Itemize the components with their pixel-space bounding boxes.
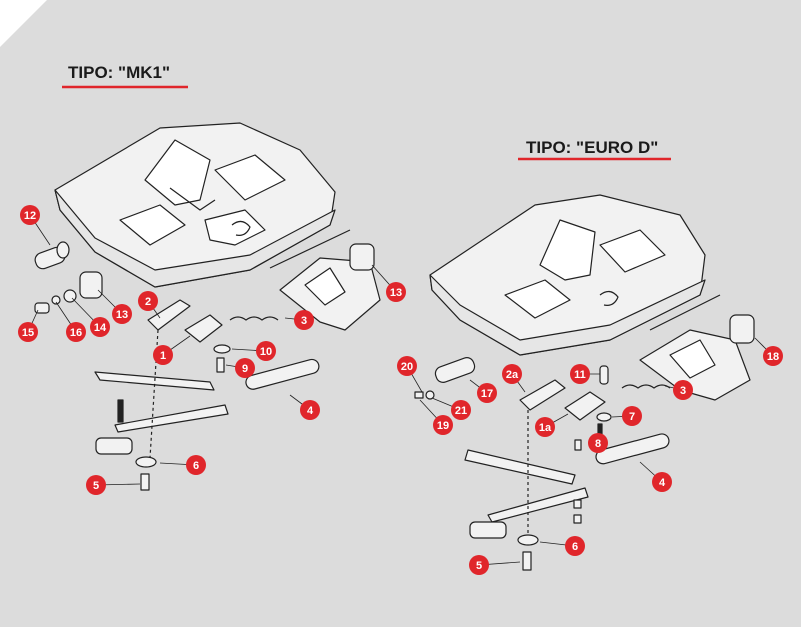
eurod-badge-2 [570,364,590,384]
mk1-washer-10 [213,344,231,354]
mk1-bolt-5 [140,473,150,491]
mk1-bushing-13b [349,243,375,271]
mk1-badge-label-9: 9 [242,363,248,375]
eurod-bushing-18 [729,314,755,344]
mk1-badge-11 [186,455,206,475]
eurod-badge-4 [763,346,783,366]
mk1-ring-16 [51,295,61,305]
title-eurod: TIPO: "EURO D" [518,138,671,161]
eurod-badge-6 [477,383,497,403]
eurod-badge-label-10: 8 [595,438,601,450]
eurod-lock-2a [519,379,566,411]
title-eurod-text: TIPO: "EURO D" [526,138,658,157]
eurod-badge-label-0: 20 [401,361,413,373]
eurod-badge-label-6: 17 [481,388,493,400]
eurod-badge-label-2: 11 [574,369,586,381]
eurod-badge-label-9: 7 [629,411,635,423]
mk1-jaw-1 [184,314,223,343]
eurod-part-21 [425,390,435,400]
eurod-badge-3 [673,380,693,400]
eurod-badge-10 [588,433,608,453]
mk1-plate-6 [135,456,157,468]
mk1-badge-7 [153,345,173,365]
eurod-badge-label-1: 2a [506,369,519,381]
mk1-badge-2 [66,322,86,342]
mk1-badge-3 [90,317,110,337]
eurod-badge-11 [652,472,672,492]
eurod-part-19 [414,391,424,399]
eurod-badge-label-7: 19 [437,420,449,432]
eurod-badge-label-5: 21 [455,405,467,417]
mk1-fifth-wheel-plate [54,122,336,288]
mk1-badge-label-11: 6 [193,460,199,472]
title-mk1-text: TIPO: "MK1" [68,63,170,82]
mk1-assembly [34,122,381,491]
mk1-badge-4 [112,304,132,324]
mk1-badge-label-0: 12 [24,210,36,222]
eurod-rod [649,294,721,331]
mk1-badge-label-3: 14 [94,322,107,334]
eurod-badge-13 [469,555,489,575]
mk1-spring-3 [229,316,279,321]
eurod-bracket [639,329,751,401]
title-mk1: TIPO: "MK1" [62,63,188,89]
eurod-jaw-1a [564,391,606,421]
eurod-bolt-5 [522,551,532,571]
mk1-bolt-15 [34,302,50,314]
mk1-badge-label-12: 5 [93,480,99,492]
eurod-spring-3 [621,384,671,389]
mk1-bracket [279,257,381,331]
eurod-badge-12 [565,536,585,556]
eurod-handle-lever [464,439,589,539]
eurod-badge-label-12: 6 [572,541,578,553]
mk1-badge-label-4: 13 [116,309,128,321]
mk1-badge-12 [86,475,106,495]
eurod-badge-9 [622,406,642,426]
mk1-badge-13 [386,282,406,302]
eurod-spring-4 [595,433,670,465]
eurod-assembly [414,194,755,571]
eurod-badge-label-11: 4 [659,477,666,489]
mk1-badge-10 [300,400,320,420]
eurod-badge-8 [535,417,555,437]
mk1-badge-0 [20,205,40,225]
mk1-badge-label-5: 2 [145,296,151,308]
eurod-plate-6 [517,534,539,546]
mk1-rod [269,229,351,269]
callouts-mk1: 12 15 16 14 13 2 3 1 10 9 4 6 5 13 [18,205,406,495]
callouts-eurod: 20 2a 11 3 18 21 17 19 1a 7 8 4 6 5 [397,337,783,575]
mk1-badge-label-7: 1 [160,350,166,362]
eurod-badge-label-3: 3 [680,385,686,397]
mk1-badge-8 [256,341,276,361]
mk1-badge-label-13: 13 [390,287,402,299]
mk1-bolt-9 [216,357,225,373]
mk1-badge-label-1: 15 [22,327,34,339]
mk1-badge-1 [18,322,38,342]
mk1-badge-5 [138,291,158,311]
mk1-lock-2 [147,299,191,331]
mk1-badge-9 [235,358,255,378]
mk1-badge-label-6: 3 [301,315,307,327]
mk1-pin-12 [34,241,70,270]
eurod-washer-7 [596,412,612,422]
eurod-badge-7 [433,415,453,435]
eurod-badge-1 [502,364,522,384]
eurod-badge-5 [451,400,471,420]
mk1-handle-lever [94,371,229,455]
eurod-pin-11 [599,365,609,385]
eurod-badge-label-13: 5 [476,560,482,572]
mk1-badge-label-2: 16 [70,327,82,339]
eurod-pin-17 [434,357,476,383]
mk1-badge-label-10: 4 [307,405,314,417]
mk1-spring-4 [245,358,320,390]
eurod-badge-label-4: 18 [767,351,779,363]
mk1-badge-label-8: 10 [260,346,272,358]
mk1-badge-6 [294,310,314,330]
eurod-badge-label-8: 1a [539,422,552,434]
eurod-badge-0 [397,356,417,376]
eurod-fifth-wheel-plate [429,194,706,356]
mk1-bushing-13 [79,271,103,299]
